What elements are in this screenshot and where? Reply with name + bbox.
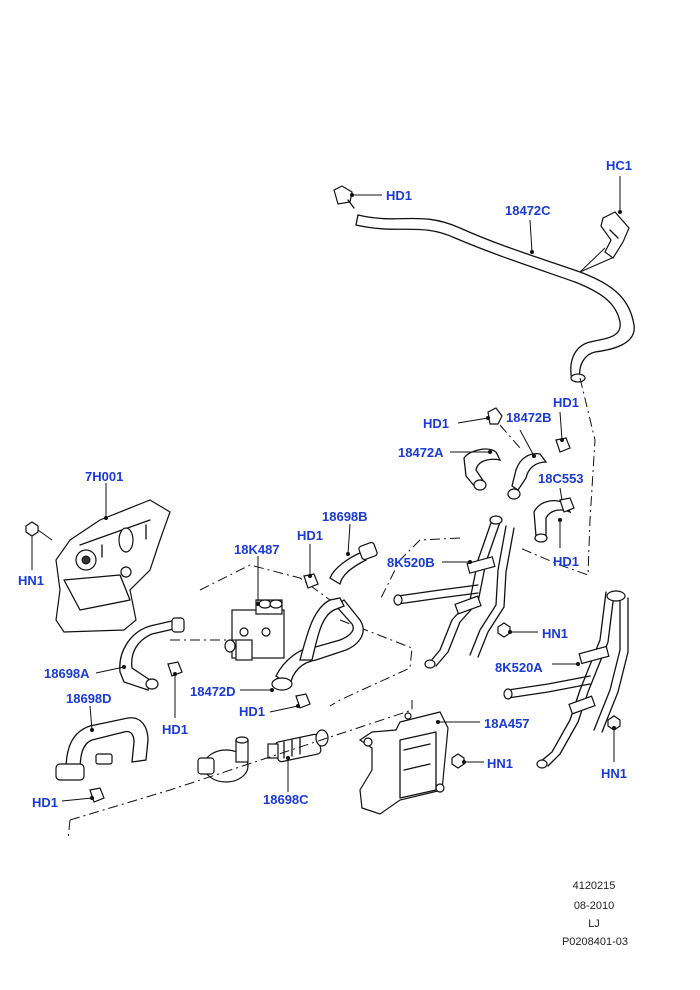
callout-18472d: 18472D (190, 684, 236, 699)
callout-hd1-d: HD1 (32, 795, 58, 810)
callout-18k487: 18K487 (234, 542, 280, 557)
footer-line-3: LJ (588, 918, 600, 930)
callout-18c553: 18C553 (538, 471, 584, 486)
callout-18472b: 18472B (506, 410, 552, 425)
callout-hd1-b: HD1 (162, 722, 188, 737)
callout-18698a: 18698A (44, 666, 90, 681)
pipe-assembly-8k520a (503, 590, 629, 769)
callout-18472a: 18472A (398, 445, 444, 460)
hose-18698d (55, 717, 149, 781)
callout-8k520b: 8K520B (387, 555, 435, 570)
nut-hn1-low (451, 753, 465, 769)
hose-clip-hc1 (600, 211, 630, 259)
callout-8k520a: 8K520A (495, 660, 543, 675)
callout-hd1-top: HD1 (386, 188, 412, 203)
nut-hn1-mid (497, 622, 511, 638)
footer-line-4: P0208401-03 (561, 936, 629, 948)
hose-18698b (329, 541, 378, 586)
callout-18698c: 18698C (263, 792, 309, 807)
callout-18472c: 18472C (505, 203, 551, 218)
hose-18c553 (533, 500, 572, 543)
clamp-hd1-lower (559, 497, 575, 513)
clamp-hd1-c (295, 693, 311, 709)
callout-hd1-mid: HD1 (423, 416, 449, 431)
footer-reference: 4120215 (554, 880, 634, 892)
hose-18698a (119, 617, 185, 691)
hose-clamp-top (333, 185, 355, 209)
clamp-hd1-mid (487, 407, 503, 425)
hose-18698c (267, 729, 329, 763)
callout-hn1-left: HN1 (18, 573, 44, 588)
callout-hd1-right: HD1 (553, 395, 579, 410)
callout-18a457: 18A457 (484, 716, 530, 731)
callout-18698b: 18698B (322, 509, 368, 524)
callout-7h001: 7H001 (85, 469, 123, 484)
callout-hd1-c: HD1 (239, 704, 265, 719)
hose-18472b (507, 452, 548, 500)
callout-18698d: 18698D (66, 691, 112, 706)
footer-line-1: 4120215 (572, 880, 616, 892)
footer-illustration-id: P0208401-03 (550, 936, 640, 948)
footer-initials: LJ (554, 918, 634, 930)
footer-date: 08-2010 (554, 900, 634, 912)
callout-hd1-a: HD1 (297, 528, 323, 543)
callout-hn1-right: HN1 (601, 766, 627, 781)
callout-hc1: HC1 (606, 158, 632, 173)
callout-hn1-low: HN1 (487, 756, 513, 771)
hose-18472c (355, 214, 635, 383)
hose-18472a (463, 448, 502, 491)
pipe-assembly-8k520b (393, 515, 515, 669)
heat-shield-7h001 (55, 499, 171, 633)
nut-hn1-right (607, 715, 621, 731)
auxiliary-pump (197, 736, 249, 783)
nut-hn1-left (25, 521, 39, 537)
footer-line-2: 08-2010 (573, 900, 615, 912)
valve-18k487 (224, 599, 285, 661)
clamp-hd1-b (167, 661, 183, 677)
hose-18472d (271, 597, 364, 691)
callout-hd1-lower-right: HD1 (553, 554, 579, 569)
bracket-18a457 (358, 711, 449, 815)
callout-hn1-mid: HN1 (542, 626, 568, 641)
